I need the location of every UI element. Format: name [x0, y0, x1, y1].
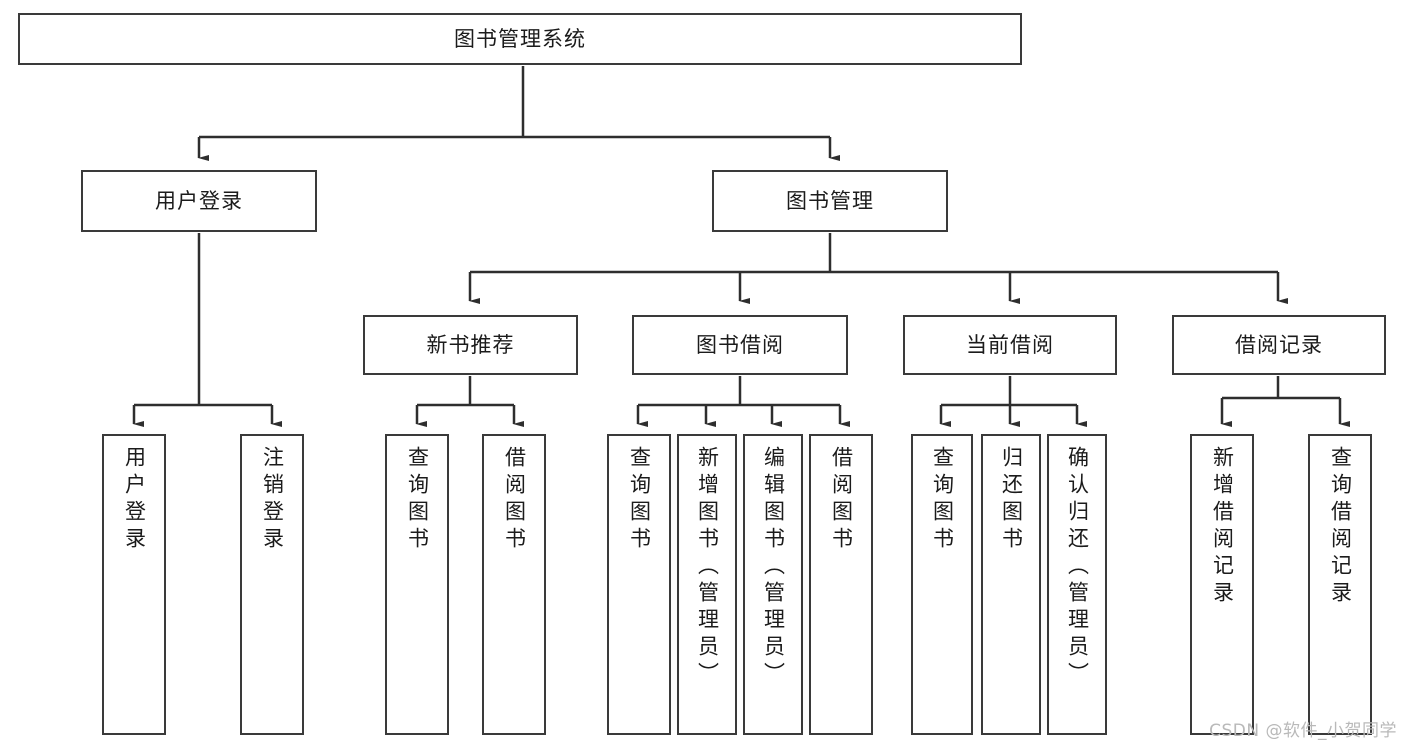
node-new-book-recommend[interactable]: 新书推荐: [363, 315, 578, 375]
leaf-logout[interactable]: 注销登录: [240, 434, 304, 735]
node-current-borrow[interactable]: 当前借阅: [903, 315, 1117, 375]
node-label: 查询图书: [627, 446, 652, 554]
node-book-borrow[interactable]: 图书借阅: [632, 315, 848, 375]
leaf-current-query-book[interactable]: 查询图书: [911, 434, 973, 735]
leaf-current-return-book[interactable]: 归还图书: [981, 434, 1041, 735]
node-label: 当前借阅: [966, 332, 1054, 357]
node-book-management[interactable]: 图书管理: [712, 170, 948, 232]
leaf-borrow-edit-book-admin[interactable]: 编辑图书（管理员）: [743, 434, 803, 735]
node-label: 确认归还（管理员）: [1065, 446, 1090, 689]
node-label: 新增图书（管理员）: [695, 446, 720, 689]
node-label: 用户登录: [122, 446, 147, 554]
leaf-record-add-record[interactable]: 新增借阅记录: [1190, 434, 1254, 735]
leaf-borrow-query-book[interactable]: 查询图书: [607, 434, 671, 735]
node-borrow-record[interactable]: 借阅记录: [1172, 315, 1386, 375]
leaf-borrow-borrow-book[interactable]: 借阅图书: [809, 434, 873, 735]
node-label: 用户登录: [155, 188, 243, 213]
node-label: 借阅图书: [502, 446, 527, 554]
node-label: 图书借阅: [696, 332, 784, 357]
node-label: 查询借阅记录: [1328, 446, 1353, 608]
leaf-newbook-borrow-book[interactable]: 借阅图书: [482, 434, 546, 735]
node-label: 新增借阅记录: [1210, 446, 1235, 608]
node-label: 新书推荐: [426, 332, 515, 357]
node-root-system[interactable]: 图书管理系统: [18, 13, 1022, 65]
node-label: 归还图书: [999, 446, 1024, 554]
leaf-record-query-record[interactable]: 查询借阅记录: [1308, 434, 1372, 735]
leaf-borrow-add-book-admin[interactable]: 新增图书（管理员）: [677, 434, 737, 735]
node-label: 借阅图书: [829, 446, 854, 554]
node-label: 借阅记录: [1235, 332, 1323, 357]
csdn-watermark: CSDN @软件_小贺同学: [1209, 721, 1397, 741]
leaf-newbook-query-book[interactable]: 查询图书: [385, 434, 449, 735]
leaf-user-login[interactable]: 用户登录: [102, 434, 166, 735]
node-label: 查询图书: [930, 446, 955, 554]
leaf-current-confirm-return-admin[interactable]: 确认归还（管理员）: [1047, 434, 1107, 735]
node-label: 注销登录: [260, 446, 285, 554]
node-label: 编辑图书（管理员）: [761, 446, 786, 689]
node-user-login[interactable]: 用户登录: [81, 170, 317, 232]
node-label: 图书管理: [786, 188, 874, 213]
node-label: 图书管理系统: [454, 26, 586, 51]
node-label: 查询图书: [405, 446, 430, 554]
